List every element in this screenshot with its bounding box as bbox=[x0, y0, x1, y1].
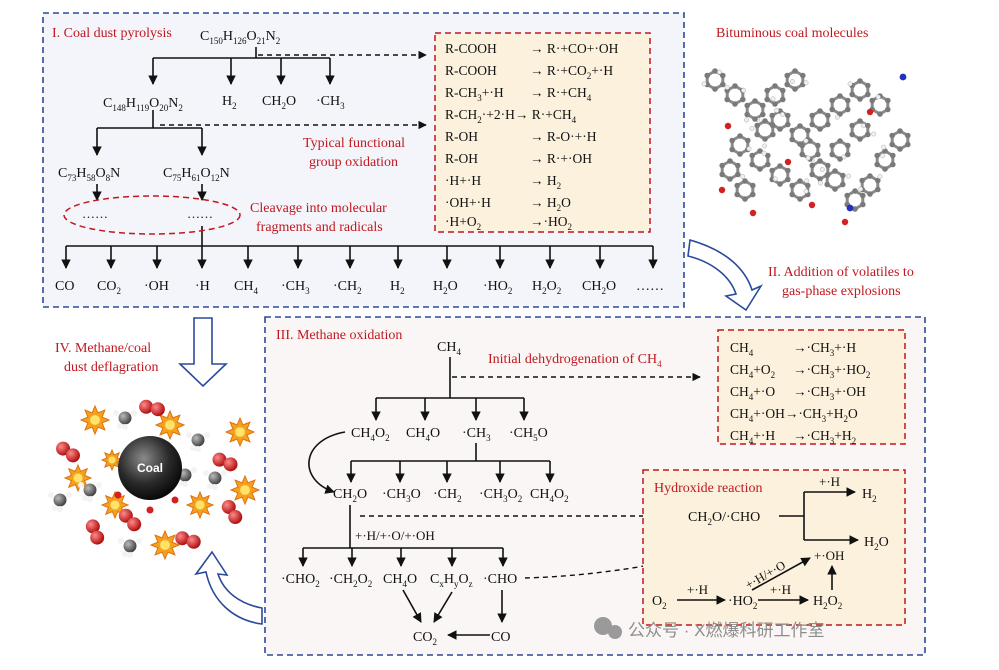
methane-intermediates: CH4O2 CH4O ·CH3 ·CH5O CH2O ·CH3O ·CH2 ·C… bbox=[281, 426, 569, 647]
svg-text:H2O2: H2O2 bbox=[813, 594, 842, 611]
svg-text:R-OH: R-OH bbox=[445, 151, 478, 166]
svg-text:H2O2: H2O2 bbox=[532, 279, 561, 296]
svg-text:CH4+·O: CH4+·O bbox=[730, 384, 775, 402]
svg-text:·H+O2: ·H+O2 bbox=[445, 214, 481, 232]
svg-text:R-OH: R-OH bbox=[445, 129, 478, 144]
svg-text:+·OH: +·OH bbox=[814, 548, 844, 563]
dehydro-label: Initial dehydrogenation of CH4 bbox=[488, 352, 662, 369]
svg-text:CH4+·OH→·CH3+H2O: CH4+·OH→·CH3+H2O bbox=[730, 406, 858, 424]
svg-text:CxHyOz: CxHyOz bbox=[430, 572, 473, 589]
svg-text:→·CH3+·HO2: →·CH3+·HO2 bbox=[793, 362, 870, 380]
svg-text:CH4O2: CH4O2 bbox=[530, 487, 569, 504]
molecule-label: Bituminous coal molecules bbox=[716, 26, 868, 41]
arrow-iv-return bbox=[194, 550, 263, 625]
svg-text:H2O: H2O bbox=[433, 279, 458, 296]
svg-text:→ R·+CO+·OH: → R·+CO+·OH bbox=[530, 41, 619, 56]
svg-text:+·H: +·H bbox=[770, 582, 791, 597]
svg-text:CH2O: CH2O bbox=[582, 279, 616, 296]
functional-group-reaction-box bbox=[434, 32, 651, 233]
svg-text:H2O: H2O bbox=[864, 535, 889, 552]
svg-text:CH2O/·CHO: CH2O/·CHO bbox=[688, 510, 760, 527]
svg-text:·OH+·H: ·OH+·H bbox=[445, 195, 491, 210]
svg-text:CH4O2: CH4O2 bbox=[351, 426, 390, 443]
svg-text:·OH: ·OH bbox=[144, 279, 169, 294]
product-ch2o: CH2O bbox=[262, 94, 296, 111]
svg-text:+·H/+·O/+·OH: +·H/+·O/+·OH bbox=[355, 528, 435, 543]
svg-text:R-COOH: R-COOH bbox=[445, 63, 497, 78]
svg-text:→·HO2: →·HO2 bbox=[530, 214, 572, 232]
product-ch3: ·CH3 bbox=[316, 94, 345, 111]
svg-text:+·H: +·H bbox=[819, 474, 840, 489]
svg-text:→ R·+CO2+·H: → R·+CO2+·H bbox=[530, 63, 613, 81]
svg-text:→·CH3+·H: →·CH3+·H bbox=[793, 340, 856, 358]
watermark: 公众号 · X燃爆科研工作室 bbox=[594, 617, 824, 640]
ch4-top: CH4 bbox=[437, 340, 461, 357]
svg-text:→ R·+·OH: → R·+·OH bbox=[530, 151, 592, 166]
svg-text:·H+·H: ·H+·H bbox=[445, 173, 481, 188]
svg-text:CH2O: CH2O bbox=[333, 487, 367, 504]
panel3-title: III. Methane oxidation bbox=[276, 328, 402, 343]
ellipsis-right: …… bbox=[187, 206, 213, 221]
svg-text:CO: CO bbox=[491, 630, 510, 645]
coal-label: Coal bbox=[137, 461, 163, 475]
panel1-title: I. Coal dust pyrolysis bbox=[52, 26, 172, 41]
deflagration-illustration bbox=[48, 399, 261, 561]
dehydrogenation-reactions: CH4 →·CH3+·H CH4+O2 →·CH3+·HO2 CH4+·O →·CH3… bbox=[730, 340, 870, 446]
cleavage-ellipse bbox=[63, 195, 241, 235]
svg-text:+·H: +·H bbox=[687, 582, 708, 597]
svg-text:·CH3O2: ·CH3O2 bbox=[479, 487, 522, 504]
svg-text:→ R·+CH4: → R·+CH4 bbox=[530, 85, 592, 103]
ellipsis-left: …… bbox=[82, 206, 108, 221]
svg-text:→ H2O: → H2O bbox=[530, 195, 571, 213]
down-arrow-to-deflagration bbox=[178, 317, 228, 388]
arrow-ii-volatiles bbox=[687, 238, 764, 312]
svg-text:·CH5O: ·CH5O bbox=[509, 426, 548, 443]
svg-text:·CH3: ·CH3 bbox=[462, 426, 491, 443]
svg-text:CH4O: CH4O bbox=[383, 572, 417, 589]
svg-text:R-CH3+·H: R-CH3+·H bbox=[445, 85, 504, 103]
svg-text:CH4+O2: CH4+O2 bbox=[730, 362, 775, 380]
svg-text:CO: CO bbox=[55, 279, 74, 294]
product-arrows bbox=[61, 246, 658, 269]
svg-text:R-COOH: R-COOH bbox=[445, 41, 497, 56]
svg-text:·CH2O2: ·CH2O2 bbox=[329, 572, 372, 589]
svg-text:·CHO: ·CHO bbox=[483, 572, 517, 587]
svg-text:·CH3: ·CH3 bbox=[281, 279, 310, 296]
svg-text:→·CH3+H2: →·CH3+H2 bbox=[793, 428, 856, 446]
svg-text:公众号 · X燃爆科研工作室: 公众号 · X燃爆科研工作室 bbox=[628, 621, 824, 640]
coal-particle bbox=[118, 436, 182, 500]
svg-text:CO2: CO2 bbox=[413, 630, 437, 647]
svg-text:·HO2: ·HO2 bbox=[728, 594, 757, 611]
svg-text:·CHO2: ·CHO2 bbox=[281, 572, 320, 589]
pyrolysis-tree-lines bbox=[66, 47, 653, 247]
svg-text:·CH2: ·CH2 bbox=[333, 279, 362, 296]
functional-group-reactions: R-COOH → R·+CO+·OH R-COOH → R·+CO2+·H R-CH… bbox=[445, 41, 619, 232]
pyrolysis-products: CO CO2 ·OH ·H CH4 ·CH3 ·CH2 H2 H2O ·HO2 … bbox=[55, 279, 664, 296]
svg-text:·CH3O: ·CH3O bbox=[382, 487, 421, 504]
svg-text:CH4+·H: CH4+·H bbox=[730, 428, 775, 446]
svg-text:……: …… bbox=[636, 279, 664, 294]
svg-text:CH4O: CH4O bbox=[406, 426, 440, 443]
svg-text:·CH2: ·CH2 bbox=[433, 487, 462, 504]
hydroxide-title: Hydroxide reaction bbox=[654, 481, 762, 496]
svg-text:CH4: CH4 bbox=[730, 340, 754, 358]
hydroxide-reaction-box bbox=[642, 469, 906, 626]
methane-tree-lines bbox=[298, 357, 555, 640]
dehydrogenation-reaction-box bbox=[717, 329, 906, 445]
svg-text:→·CH3+·OH: →·CH3+·OH bbox=[793, 384, 866, 402]
hydroxide-lines bbox=[677, 487, 859, 605]
svg-text:·HO2: ·HO2 bbox=[483, 279, 512, 296]
svg-text:CH4: CH4 bbox=[234, 279, 258, 296]
svg-text:·H: ·H bbox=[195, 279, 210, 294]
svg-text:→ H2: → H2 bbox=[530, 173, 561, 191]
svg-text:CO2: CO2 bbox=[97, 279, 121, 296]
svg-text:→ R-O·+·H: → R-O·+·H bbox=[530, 129, 597, 144]
bituminous-coal-molecule-image bbox=[701, 68, 911, 226]
